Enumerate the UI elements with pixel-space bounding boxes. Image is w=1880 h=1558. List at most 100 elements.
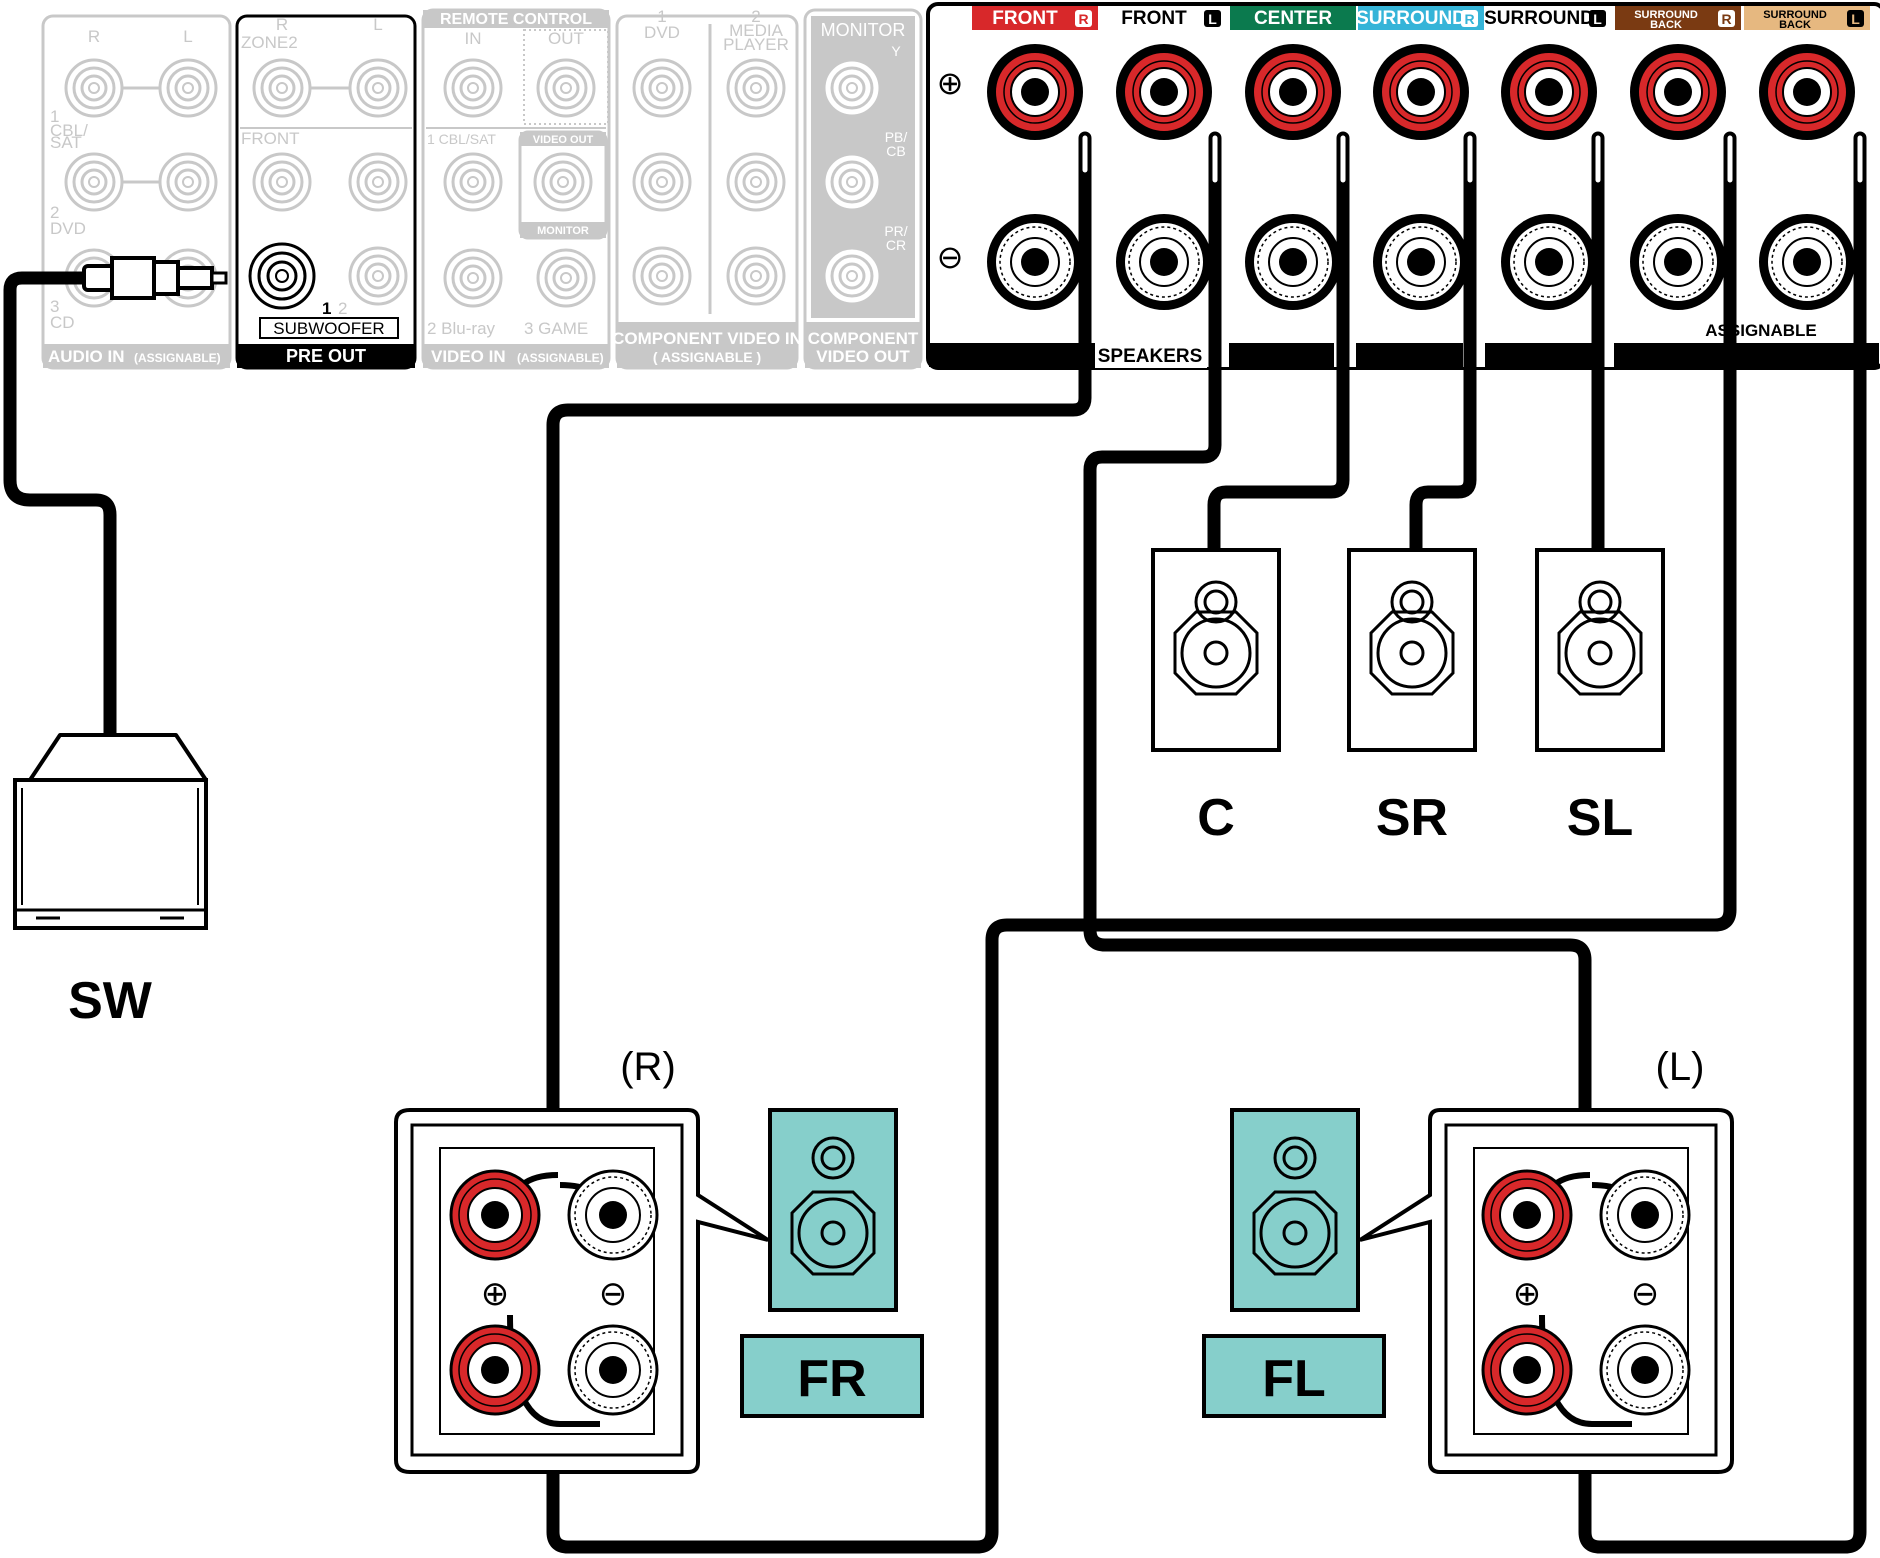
fr-plus-upper-terminal[interactable] <box>449 1169 541 1261</box>
fl-plus-symbol: ⊕ <box>1513 1275 1542 1313</box>
speaker-header-side: R <box>1464 11 1474 27</box>
front-right-terminal-box <box>394 1108 770 1474</box>
component-in-jack[interactable] <box>632 58 692 118</box>
video-out-monitor-label: MONITOR <box>537 225 589 237</box>
component-dvd-num: 1 <box>657 7 666 26</box>
speaker-plus-terminal[interactable] <box>1372 43 1470 141</box>
component-out-y-jack[interactable] <box>822 58 882 118</box>
component-out-pb-jack[interactable] <box>822 152 882 212</box>
component-in-jack[interactable] <box>726 246 786 306</box>
audio-in-r-label: R <box>88 27 100 46</box>
video-in-cbl-label: 1 CBL/SAT <box>427 131 496 147</box>
sl-label: SL <box>1567 789 1633 847</box>
component-mp-label: MEDIA <box>729 21 784 40</box>
component-in-jack[interactable] <box>726 58 786 118</box>
video-in-bluray-label: 2 Blu-ray <box>427 319 496 338</box>
subwoofer-2-jack[interactable] <box>348 246 408 306</box>
speakers-bar-label: SPEAKERS <box>1098 346 1203 367</box>
speaker-minus-terminal[interactable] <box>986 213 1084 311</box>
fr-plus-lower-terminal[interactable] <box>449 1324 541 1416</box>
pre-out-panel: R L ZONE2 FRONT 1 2 SUBWOOFER PRE OUT <box>235 14 417 370</box>
remote-out-label: OUT <box>548 29 584 48</box>
speaker-header-side: L <box>1208 11 1217 27</box>
component-in-jack[interactable] <box>726 152 786 212</box>
audio-in-jack[interactable] <box>64 58 124 118</box>
audio-in-jack[interactable] <box>158 58 218 118</box>
component-in-bar-sub: ( ASSIGNABLE ) <box>653 349 761 365</box>
sr-label: SR <box>1376 789 1448 847</box>
fr-minus-symbol: ⊖ <box>599 1275 628 1313</box>
fl-plus-upper-terminal[interactable] <box>1481 1169 1573 1261</box>
component-out-pr-jack[interactable] <box>822 246 882 306</box>
speaker-minus-terminal[interactable] <box>1372 213 1470 311</box>
speaker-plus-terminal[interactable] <box>1115 43 1213 141</box>
remote-out-jack[interactable] <box>536 58 596 118</box>
component-in-bar-label: COMPONENT VIDEO IN <box>612 329 802 348</box>
fr-minus-upper-terminal[interactable] <box>567 1169 659 1261</box>
center-speaker <box>1151 548 1281 752</box>
speaker-plus-terminal[interactable] <box>1244 43 1342 141</box>
assignable-bar-label: ASSIGNABLE <box>1705 321 1816 340</box>
speaker-minus-terminal[interactable] <box>1244 213 1342 311</box>
fl-minus-lower-terminal[interactable] <box>1599 1324 1691 1416</box>
rca-plug <box>82 256 228 300</box>
speaker-minus-terminal[interactable] <box>1500 213 1598 311</box>
remote-in-jack[interactable] <box>443 58 503 118</box>
audio-in-row1-label: CBL/ <box>50 121 88 140</box>
audio-in-jack[interactable] <box>158 152 218 212</box>
monitor-video-out-jack[interactable] <box>533 152 593 212</box>
fl-minus-upper-terminal[interactable] <box>1599 1169 1691 1261</box>
fl-side-label: (L) <box>1656 1045 1705 1089</box>
video-in-panel: REMOTE CONTROL IN OUT 1 CBL/SAT VIDEO OU… <box>421 8 611 370</box>
speaker-plus-terminal[interactable] <box>1629 43 1727 141</box>
zone2-jack[interactable] <box>348 58 408 118</box>
audio-in-row2-label: DVD <box>50 219 86 238</box>
speaker-minus-terminal[interactable] <box>1758 213 1856 311</box>
component-out-cr-label: CR <box>886 237 906 253</box>
speaker-plus-terminal[interactable] <box>986 43 1084 141</box>
component-video-out-panel: MONITOR Y PB/ CB PR/ CR COMPONENT VIDEO … <box>803 8 923 370</box>
fl-plus-lower-terminal[interactable] <box>1481 1324 1573 1416</box>
component-out-y-label: Y <box>891 43 901 59</box>
speaker-plus-terminal[interactable] <box>1758 43 1856 141</box>
pre-out-front-jack[interactable] <box>252 152 312 212</box>
audio-in-row1-num: 1 <box>50 107 59 126</box>
front-left-terminal-box <box>1358 1108 1734 1474</box>
remote-in-label: IN <box>465 29 482 48</box>
component-in-jack[interactable] <box>632 246 692 306</box>
audio-in-jack[interactable] <box>64 152 124 212</box>
surround-left-speaker <box>1535 548 1665 752</box>
fr-label: FR <box>797 1350 866 1408</box>
audio-in-row3-num: 3 <box>50 297 59 316</box>
speaker-minus-terminal[interactable] <box>1115 213 1213 311</box>
video-in-bar-label: VIDEO IN <box>431 347 506 366</box>
surround-right-speaker <box>1347 548 1477 752</box>
subwoofer-num-2: 2 <box>338 299 347 318</box>
audio-in-panel: R L 1 CBL/ SAT 2 DVD 3 CD AUDIO IN (ASSI… <box>41 14 232 370</box>
audio-in-row3-label: CD <box>50 313 75 332</box>
front-right-speaker-icon <box>768 1108 898 1312</box>
speaker-plus-terminal[interactable] <box>1500 43 1598 141</box>
c-label: C <box>1197 789 1235 847</box>
component-out-cb-label: CB <box>886 143 905 159</box>
component-in-jack[interactable] <box>632 152 692 212</box>
front-left-speaker-icon <box>1230 1108 1360 1312</box>
pre-out-front-jack[interactable] <box>348 152 408 212</box>
video-in-game-jack[interactable] <box>536 248 596 308</box>
sw-label: SW <box>68 972 153 1030</box>
speaker-minus-terminal[interactable] <box>1629 213 1727 311</box>
subwoofer-out-jack[interactable] <box>248 242 316 310</box>
component-mp-num: 2 <box>751 7 760 26</box>
audio-in-bar-label: AUDIO IN <box>48 347 125 366</box>
video-in-cbl-jack[interactable] <box>443 152 503 212</box>
fr-minus-lower-terminal[interactable] <box>567 1324 659 1416</box>
video-in-bluray-jack[interactable] <box>443 248 503 308</box>
zone2-jack[interactable] <box>252 58 312 118</box>
speaker-header-label: FRONT <box>1121 8 1187 29</box>
